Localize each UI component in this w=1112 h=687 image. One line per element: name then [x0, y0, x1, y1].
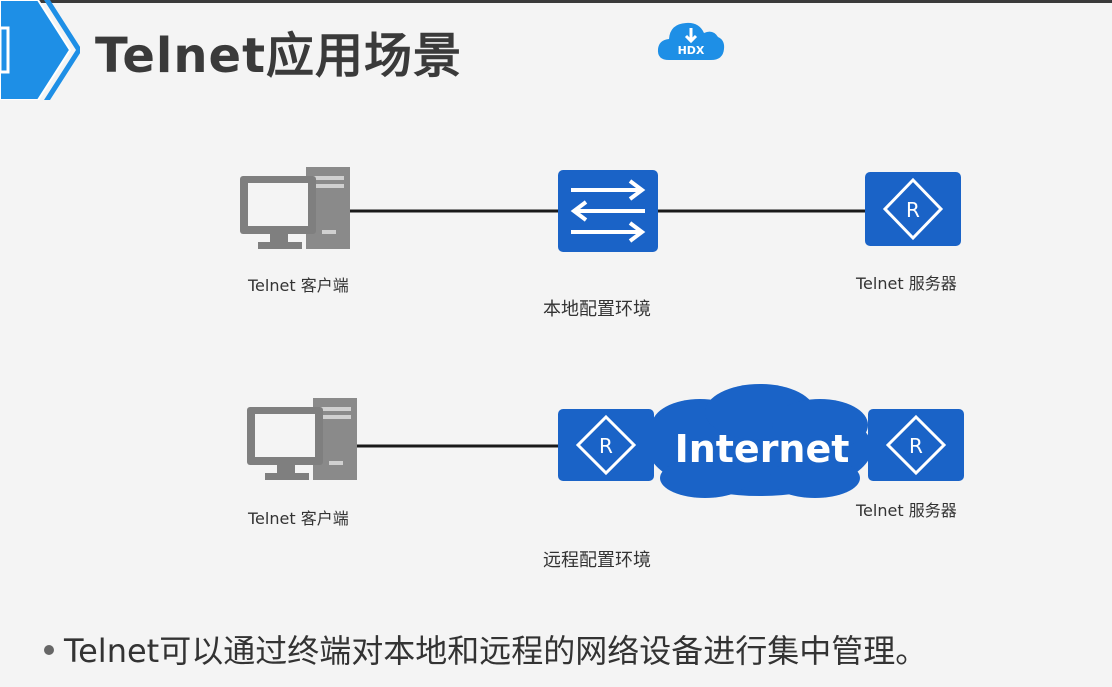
remote-client-label: Telnet 客户端 — [248, 509, 349, 528]
bullet-text: Telnet可以通过终端对本地和远程的网络设备进行集中管理。 — [64, 632, 928, 670]
local-client-label: Telnet 客户端 — [248, 276, 349, 295]
bullet-point: Telnet可以通过终端对本地和远程的网络设备进行集中管理。 — [44, 626, 927, 672]
remote-server-label: Telnet 服务器 — [856, 501, 957, 520]
local-config-caption: 本地配置环境 — [543, 299, 651, 320]
top-border-line — [0, 0, 1112, 3]
remote-server-router-icon: R — [868, 409, 964, 481]
internet-cloud-icon: Internet — [648, 384, 872, 498]
svg-text:R: R — [599, 434, 613, 458]
local-server-label: Telnet 服务器 — [856, 274, 957, 293]
title-tab-decoration — [0, 0, 80, 100]
remote-client-pc-icon — [247, 398, 357, 480]
hdx-badge-text: HDX — [678, 44, 705, 57]
switch-icon — [558, 170, 658, 252]
bullet-dot-icon — [44, 645, 54, 655]
local-client-pc-icon — [240, 167, 350, 249]
hdx-cloud-badge[interactable]: HDX — [655, 16, 727, 66]
svg-text:R: R — [906, 198, 920, 222]
internet-label: Internet — [675, 427, 850, 471]
page-title: Telnet应用场景 — [95, 28, 463, 84]
remote-client-side-router-icon: R — [558, 409, 654, 481]
remote-config-caption: 远程配置环境 — [543, 550, 651, 571]
svg-text:R: R — [909, 434, 923, 458]
local-server-router-icon: R — [865, 172, 961, 246]
